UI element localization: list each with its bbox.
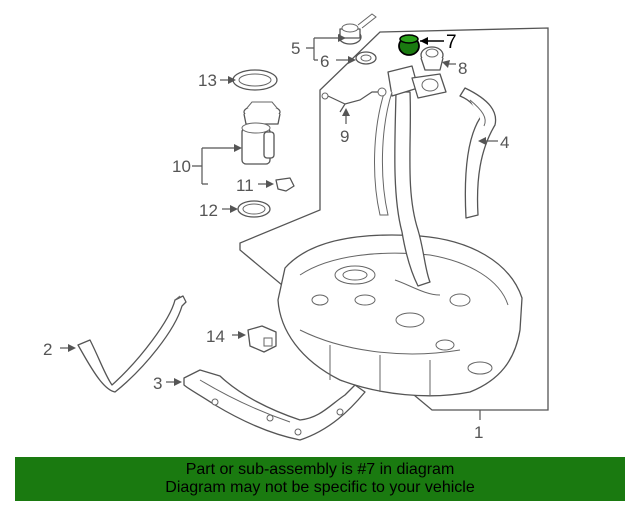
callout-3: 3 <box>153 374 162 393</box>
part-4-bracket <box>459 87 497 219</box>
part-12-gasket <box>237 200 271 218</box>
callout-14: 14 <box>206 327 225 346</box>
callout-2: 2 <box>43 340 52 359</box>
part-11-clip <box>275 177 295 192</box>
part-9-wire <box>321 87 387 113</box>
part-3-shield <box>183 369 366 441</box>
part-10-pump-module <box>241 101 281 165</box>
part-8-seal <box>420 46 444 71</box>
banner-line-1: Part or sub-assembly is #7 in diagram <box>185 461 455 478</box>
callout-13: 13 <box>198 71 217 90</box>
callout-9: 9 <box>340 127 349 146</box>
callout-11: 11 <box>236 176 254 195</box>
part-13-lock-ring <box>232 69 278 91</box>
tank-group-frame <box>239 27 549 411</box>
callout-6: 6 <box>320 52 329 71</box>
part-7-highlighted <box>398 34 420 56</box>
parts-diagram: 1 2 3 4 5 6 7 8 9 10 11 12 13 14 <box>43 13 549 442</box>
callout-8: 8 <box>458 59 467 78</box>
callout-7: 7 <box>446 32 457 53</box>
part-5-valve <box>338 13 377 45</box>
filler-pipe <box>374 65 447 287</box>
info-banner: Part or sub-assembly is #7 in diagram Di… <box>15 457 625 501</box>
part-14-sensor <box>247 325 277 353</box>
fuel-tank <box>277 234 523 397</box>
part-2-strap <box>77 295 187 393</box>
leader-lines <box>60 34 498 420</box>
callout-10: 10 <box>172 157 191 176</box>
callout-5: 5 <box>291 39 300 58</box>
callout-4: 4 <box>500 133 509 152</box>
part-6-ring <box>355 51 377 65</box>
callout-12: 12 <box>199 201 218 220</box>
callout-1: 1 <box>474 423 483 442</box>
banner-line-2: Diagram may not be specific to your vehi… <box>165 479 475 496</box>
